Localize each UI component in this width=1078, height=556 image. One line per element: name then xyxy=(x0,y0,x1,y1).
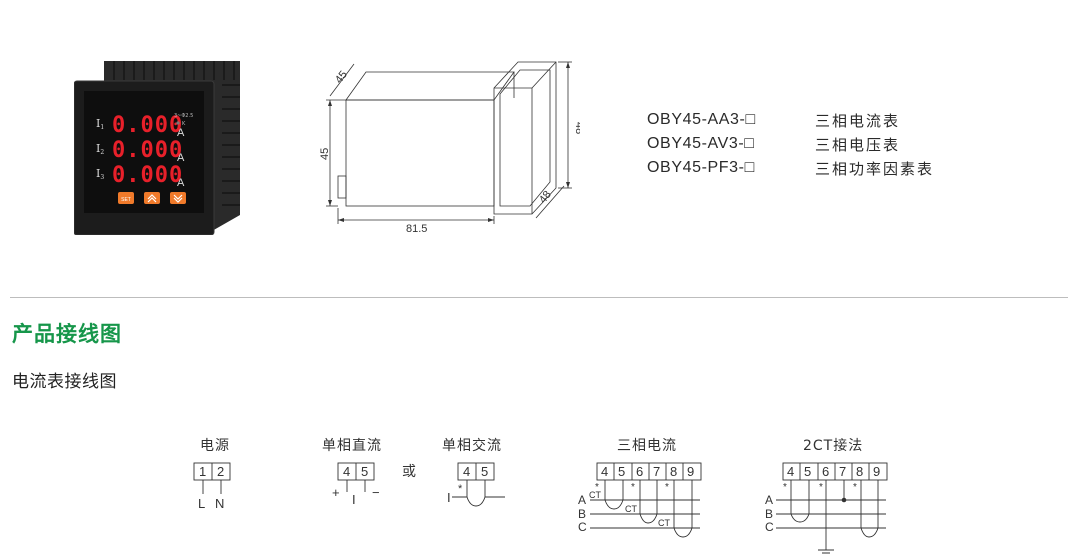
meter-unit-2: A xyxy=(177,152,185,164)
wiring-ac-diagram: 4 5 I * xyxy=(447,462,505,507)
ct-polarity-star: * xyxy=(819,482,823,493)
ct-label: CT xyxy=(658,518,670,528)
model-row: OBY45-AA3-□ 三相电流表 xyxy=(647,108,934,132)
terminal-number: 6 xyxy=(822,464,829,479)
model-code: OBY45-AV3-□ xyxy=(647,135,755,152)
model-list: OBY45-AA3-□ 三相电流表 OBY45-AV3-□ 三相电压表 OBY4… xyxy=(647,108,934,180)
ct-polarity-star: * xyxy=(665,482,669,493)
meter-row-label-3: I3 xyxy=(96,167,104,181)
terminal-number: 4 xyxy=(601,464,608,479)
meter-digits-1: 0.000 xyxy=(112,113,183,138)
terminal-number: 1 xyxy=(199,464,206,479)
down-double-chevron-icon xyxy=(173,194,183,203)
meter-row-label-1: I1 xyxy=(96,117,104,131)
phase-label: A xyxy=(578,493,586,507)
body-top-face xyxy=(345,71,515,101)
terminal-number: 7 xyxy=(839,464,846,479)
meter-indicator-led xyxy=(176,121,180,125)
wiring-power-diagram: 1 2 L N xyxy=(193,462,231,511)
front-frame xyxy=(493,61,557,215)
dim-line-corner xyxy=(535,185,565,219)
meter-row-label-2: I2 xyxy=(96,142,104,156)
wiring-dc-diagram: 4 5 + I − xyxy=(332,462,380,507)
ct-polarity-star: * xyxy=(595,482,599,493)
terminal-number: 4 xyxy=(787,464,794,479)
wiring-dc-label: 单相直流 xyxy=(322,437,382,454)
terminal-polarity: N xyxy=(215,496,224,511)
model-row: OBY45-AV3-□ 三相电压表 xyxy=(647,132,934,156)
ct-polarity-star: * xyxy=(853,482,857,493)
dim-width-corner: 48 xyxy=(537,189,554,206)
ct-label: CT xyxy=(625,504,637,514)
dim-depth-top: 45 xyxy=(333,69,350,86)
meter-digits-2: 0.000 xyxy=(112,138,183,163)
terminal-number: 5 xyxy=(481,464,488,479)
ct-polarity-star: * xyxy=(783,482,787,493)
model-code: OBY45-PF3-□ xyxy=(647,159,755,176)
terminal-number: 5 xyxy=(804,464,811,479)
wiring-power-label: 电源 xyxy=(200,438,230,454)
model-name: 三相功率因素表 xyxy=(815,159,935,178)
sub-title: 电流表接线图 xyxy=(12,372,117,392)
model-code: OBY45-AA3-□ xyxy=(647,111,756,128)
phase-label: C xyxy=(578,520,587,534)
section-title: 产品接线图 xyxy=(12,322,122,346)
terminal-polarity: + xyxy=(332,485,340,500)
model-name: 三相电压表 xyxy=(815,135,901,154)
terminal-number: 8 xyxy=(670,464,677,479)
dim-height-left: 45 xyxy=(319,148,331,160)
terminal-polarity: I xyxy=(352,492,356,507)
terminal-number: 2 xyxy=(217,464,224,479)
meter-set-button[interactable] xyxy=(118,192,134,204)
ct-label: CT xyxy=(589,490,601,500)
body-side-face xyxy=(345,99,495,207)
wiring-2ct-diagram: 4 5 6 7 8 9 A B C * * * xyxy=(765,462,888,554)
section-divider xyxy=(10,297,1068,298)
terminal-number: 6 xyxy=(636,464,643,479)
dim-line-top xyxy=(329,63,355,97)
meter-product-image: I1 I2 I3 0.000 0.000 0.000 A A A 3~Φ2.5 … xyxy=(74,61,240,235)
wiring-three-phase-diagram: 4 5 6 7 8 9 A B C CT CT CT * * * xyxy=(578,462,702,538)
model-row: OBY45-PF3-□ 三相功率因素表 xyxy=(647,156,934,180)
current-label: I xyxy=(447,490,451,505)
terminal-number: 4 xyxy=(463,464,470,479)
meter-fins xyxy=(113,61,240,206)
rear-tab xyxy=(337,175,347,199)
terminal-number: 9 xyxy=(687,464,694,479)
phase-label: A xyxy=(765,493,773,507)
terminal-number: 4 xyxy=(343,464,350,479)
dim-height-right: 48 xyxy=(573,122,580,134)
terminal-polarity: − xyxy=(372,485,380,500)
ct-polarity-star: * xyxy=(631,482,635,493)
junction-dot xyxy=(841,497,847,503)
meter-unit-1: A xyxy=(177,127,185,139)
wiring-three-phase-label: 三相电流 xyxy=(617,438,677,454)
meter-indicator-text: 3~Φ2.5 xyxy=(174,113,193,119)
phase-label: B xyxy=(765,507,773,521)
ct-polarity-star: * xyxy=(458,483,463,495)
meter-indicator-k: K xyxy=(182,121,186,127)
wiring-2ct-label: 2CT接法 xyxy=(803,437,863,454)
wiring-diagrams: 电源 单相直流 单相交流 三相电流 2CT接法 或 1 2 L N 4 5 + … xyxy=(193,437,888,554)
terminal-number: 9 xyxy=(873,464,880,479)
terminal-polarity: L xyxy=(198,496,205,511)
terminal-number: 5 xyxy=(618,464,625,479)
meter-digits-3: 0.000 xyxy=(112,163,183,188)
dimension-drawing: 45 45 81.5 48 48 xyxy=(319,61,580,235)
terminal-number: 7 xyxy=(653,464,660,479)
model-name: 三相电流表 xyxy=(815,111,901,130)
meter-unit-3: A xyxy=(177,177,185,189)
up-double-chevron-icon xyxy=(147,194,157,203)
meter-set-label: SET xyxy=(121,197,131,203)
phase-label: C xyxy=(765,520,774,534)
terminal-number: 5 xyxy=(361,464,368,479)
wiring-or-label: 或 xyxy=(402,464,417,480)
terminal-number: 8 xyxy=(856,464,863,479)
phase-label: B xyxy=(578,507,586,521)
wiring-ac-label: 单相交流 xyxy=(442,437,502,454)
dim-length-bottom: 81.5 xyxy=(406,223,427,235)
